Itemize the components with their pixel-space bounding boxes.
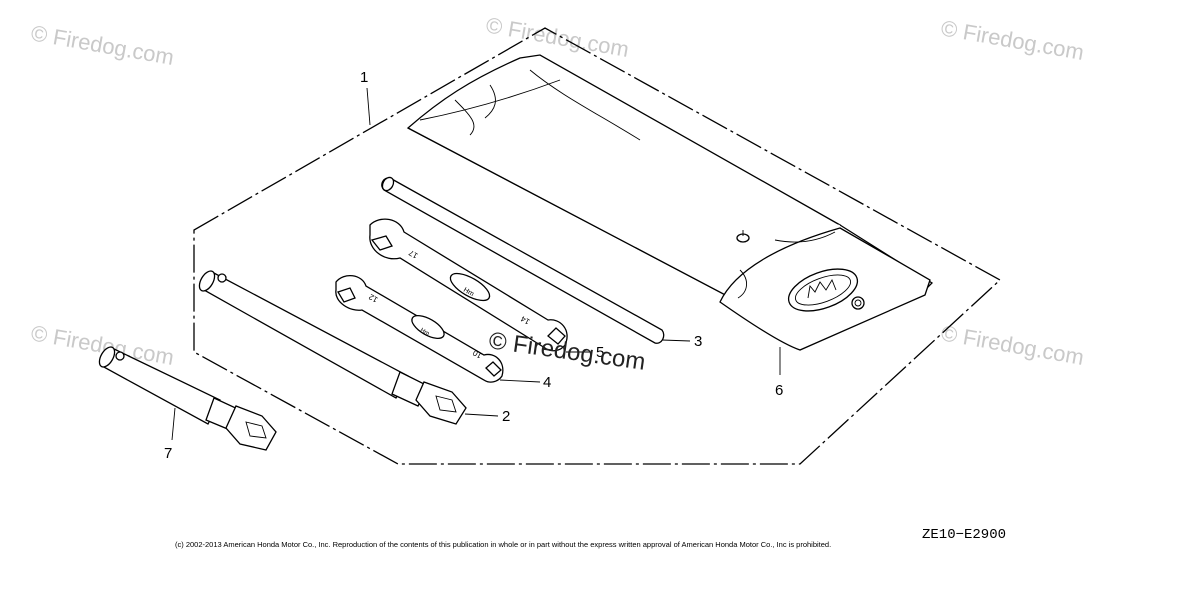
tool-bag: [406, 54, 934, 351]
leader-1: [366, 87, 371, 126]
bag-logo-icon: [787, 268, 859, 312]
diagram-code: ZE10−E2900: [922, 527, 1006, 543]
svg-text:Hm: Hm: [419, 328, 430, 338]
leader-7: [171, 407, 176, 441]
callout-1: 1: [360, 69, 368, 86]
leader-3: [661, 339, 691, 342]
box-wrench-long: [198, 270, 467, 425]
callout-4: 4: [543, 374, 551, 391]
callout-2: 2: [502, 408, 510, 425]
watermark-mid-right: © Firedog.com: [939, 320, 1086, 370]
callout-7: 7: [164, 445, 172, 462]
copyright-notice: (c) 2002-2013 American Honda Motor Co., …: [175, 540, 831, 549]
callout-3: 3: [694, 333, 702, 350]
leader-4: [499, 379, 541, 383]
handle-bar: [381, 176, 665, 344]
tool-kit-boundary: [193, 27, 1002, 465]
wrench-upper: Hm 17 14: [369, 218, 568, 352]
spark-plug-wrench: [98, 346, 277, 451]
watermark-top-left: © Firedog.com: [29, 20, 176, 70]
callout-5: 5: [596, 344, 604, 361]
watermark-top-right: © Firedog.com: [939, 15, 1086, 65]
watermark-top-center: © Firedog.com: [484, 12, 631, 62]
leader-2: [464, 413, 499, 417]
callout-6: 6: [775, 382, 783, 399]
wrench-lower: Hm 12 10: [335, 275, 504, 383]
svg-text:Hm: Hm: [462, 287, 475, 299]
